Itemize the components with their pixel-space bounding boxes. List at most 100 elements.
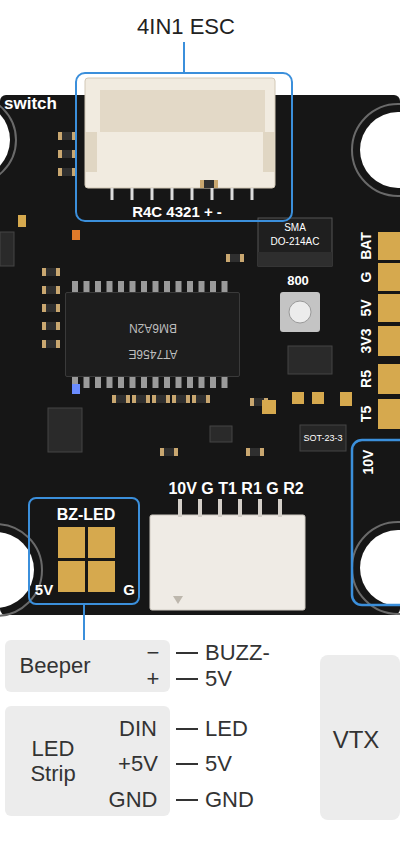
vtx-callout-outline: [352, 440, 400, 605]
node-title: AT7456E: [128, 346, 177, 360]
osd-chip: AT7456E BM6A2N: [65, 292, 240, 377]
solder-pad: [292, 392, 304, 404]
button-body: [280, 292, 320, 332]
pin-group-box: LED StripDIN+5VGND: [5, 706, 170, 816]
silkscreen-label: 5V: [358, 299, 374, 316]
ic-leg: [176, 281, 182, 292]
small-parts: [0, 132, 400, 517]
smd-resistor: [58, 132, 76, 140]
ic-leg: [210, 377, 216, 388]
status-led: [72, 230, 80, 240]
silkscreen-label: 5V: [35, 581, 53, 598]
smd-component: [48, 408, 82, 452]
leader-dash: [176, 763, 198, 765]
connector-pin: [211, 188, 214, 200]
smd-resistor: [192, 395, 210, 403]
solder-pad: [340, 392, 352, 406]
silkscreen-label: 10V G T1 R1 G R2: [168, 480, 303, 498]
silkscreen-label: 10V: [360, 450, 376, 475]
silkscreen-label: DO-214AC: [271, 236, 320, 248]
ic-leg: [95, 281, 101, 292]
ic-leg: [118, 377, 124, 388]
solder-pad: [88, 561, 115, 592]
silkscreen-label: switch: [4, 94, 57, 114]
ic-leg: [118, 281, 124, 292]
button-cap: [289, 301, 311, 323]
connector-pin: [151, 188, 154, 200]
mounting-hole: [360, 112, 400, 188]
hole-ring: [352, 522, 400, 614]
silkscreen-label: T5: [358, 406, 374, 422]
solder-pad: [378, 263, 400, 291]
buzzer-led-pads: [58, 527, 115, 592]
connector-pin: [278, 499, 282, 517]
solder-pad: [378, 294, 400, 322]
diode-body: [258, 218, 332, 266]
solder-pad: [58, 527, 85, 558]
sma-diode: [258, 218, 332, 266]
ic-leg: [199, 377, 205, 388]
vtx-connector: [150, 515, 305, 610]
hole-ring: [352, 104, 400, 196]
smd-resistor: [160, 448, 178, 456]
leader-dash: [176, 652, 198, 654]
smd-resistor: [172, 395, 190, 403]
leader-line: [183, 42, 185, 72]
solder-pad: [262, 400, 276, 414]
ic-leg: [187, 281, 193, 292]
smd-resistor: [42, 286, 60, 294]
component-box: VTX: [320, 655, 400, 820]
connector-housing: [150, 515, 305, 610]
ic-leg: [176, 377, 182, 388]
smd-component: [0, 232, 14, 266]
mounting-hole: [360, 530, 400, 606]
smd-resistor: [42, 304, 60, 312]
solder-pad: [378, 232, 400, 260]
smd-resistor: [132, 395, 150, 403]
node-text: GND: [109, 787, 158, 812]
solder-pad: [378, 326, 400, 356]
connector-inner: [100, 90, 265, 132]
connector-pin: [171, 188, 174, 200]
ic-leg: [210, 281, 216, 292]
smd-resistor: [42, 268, 60, 276]
ic-leg: [164, 281, 170, 292]
signal-name: LED: [205, 716, 248, 741]
node-title: Beeper: [20, 653, 91, 678]
ic-leg: [72, 281, 78, 292]
ic-leg: [107, 281, 113, 292]
node-title: BZ-LED: [57, 506, 116, 524]
node-text: BM6A2N: [129, 320, 177, 334]
leader-dash: [176, 678, 198, 680]
silkscreen-label: 3V3: [358, 329, 374, 354]
solder-pad: [378, 399, 400, 429]
node-title: LED Strip: [15, 736, 91, 787]
signal-name: GND: [205, 787, 254, 812]
hole-ring: [0, 524, 42, 616]
ic-leg: [222, 377, 228, 388]
ic-leg: [84, 281, 90, 292]
smd-resistor: [42, 322, 60, 330]
smd-resistor: [200, 180, 218, 188]
solder-pad: [312, 392, 324, 404]
connector-pin: [131, 188, 134, 200]
sot23-package: [300, 425, 346, 451]
connector-latch: [85, 132, 97, 172]
status-led: [72, 384, 80, 394]
callout-box: 4IN1 ESCR4C 4321 + -: [75, 72, 293, 222]
node-title: VTX: [333, 726, 380, 754]
connector-pin: [111, 188, 114, 200]
signal-name: BUZZ-: [205, 640, 270, 665]
node-text: DIN: [119, 716, 157, 741]
ic-leg: [187, 377, 193, 388]
solder-pad: [58, 561, 85, 592]
connector-housing: [85, 78, 275, 188]
silkscreen-label: R5: [358, 370, 374, 388]
ic-leg: [199, 281, 205, 292]
connector-latch: [263, 132, 275, 172]
connector-pin: [251, 188, 254, 200]
ic-leg: [95, 377, 101, 388]
ic-leg: [130, 281, 136, 292]
smd-resistor: [58, 150, 76, 158]
signal-name: 5V: [205, 751, 232, 776]
